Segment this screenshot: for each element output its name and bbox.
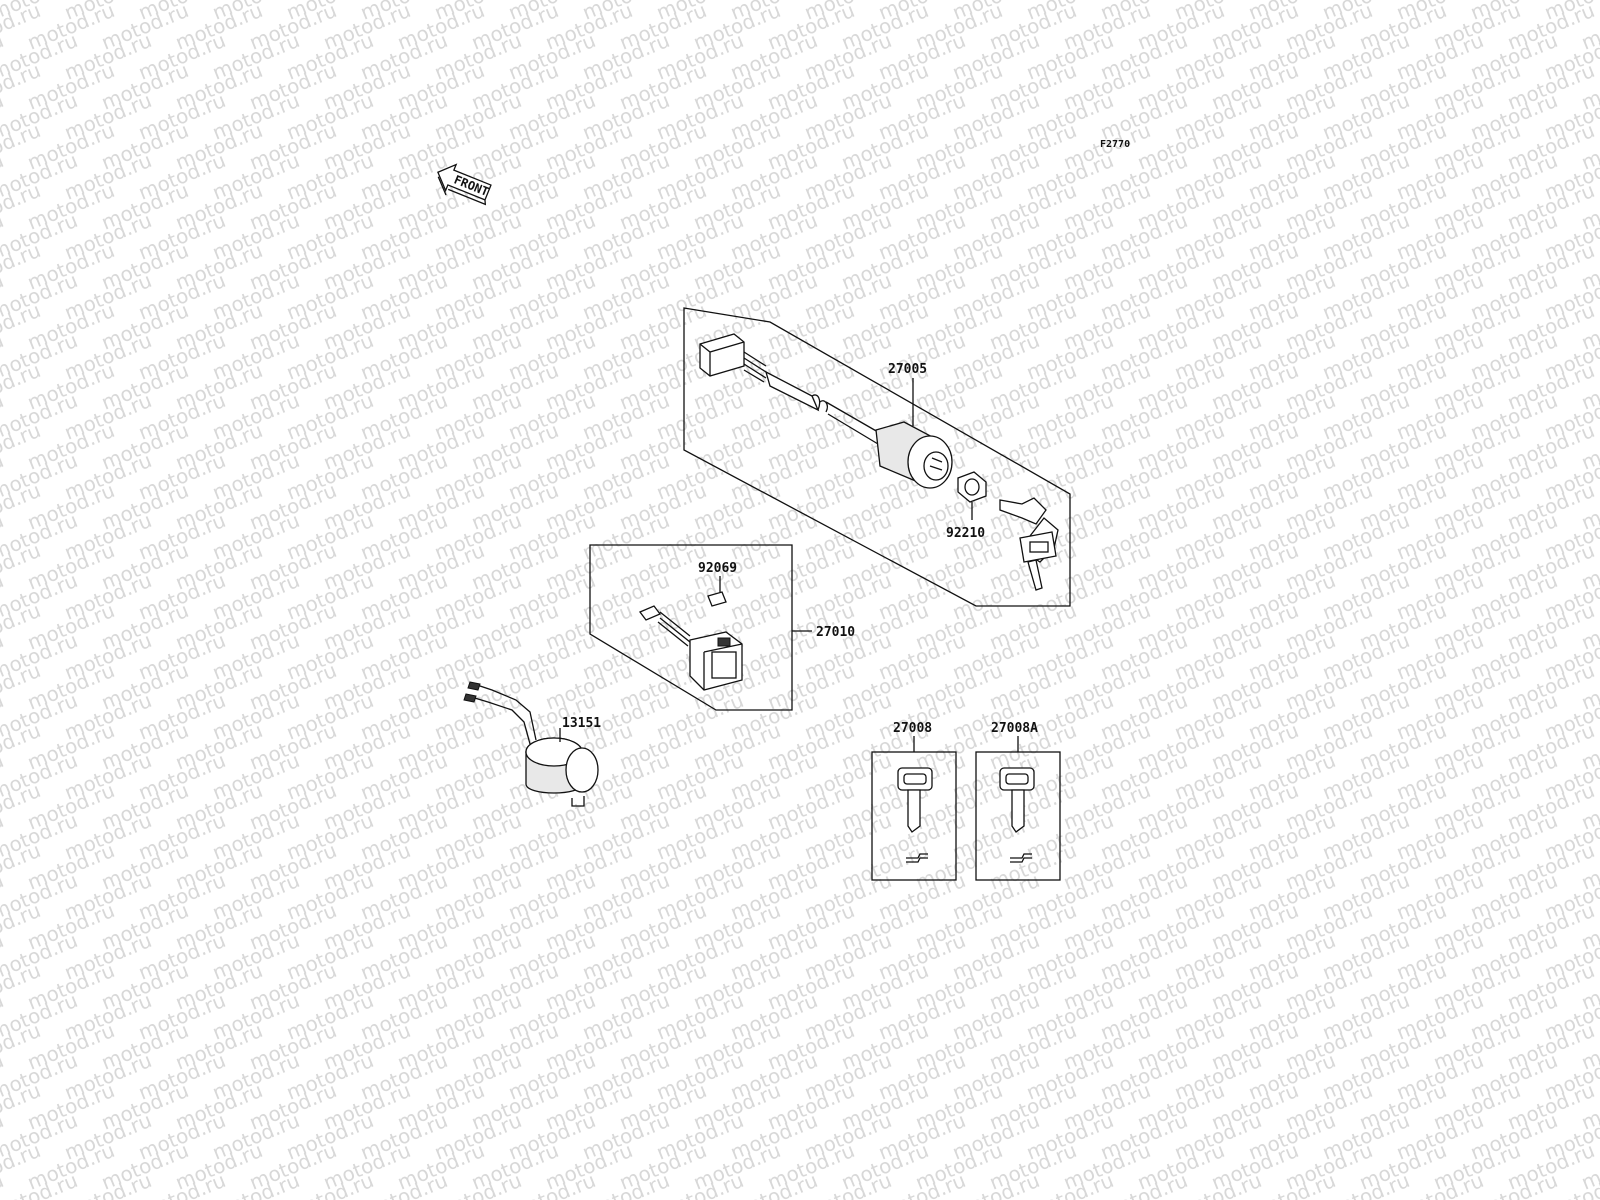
- part-number-27008a: 27008A: [991, 721, 1038, 736]
- diagram-code: F2770: [1100, 139, 1130, 150]
- part-number-13151: 13151: [562, 716, 601, 731]
- push-switch-body: [689, 631, 743, 691]
- part-number-92069: 92069: [698, 561, 737, 576]
- part-number-27010: 27010: [816, 625, 855, 640]
- part-number-27005: 27005: [888, 362, 927, 377]
- part-number-92210: 92210: [946, 526, 985, 541]
- part-number-27008: 27008: [893, 721, 932, 736]
